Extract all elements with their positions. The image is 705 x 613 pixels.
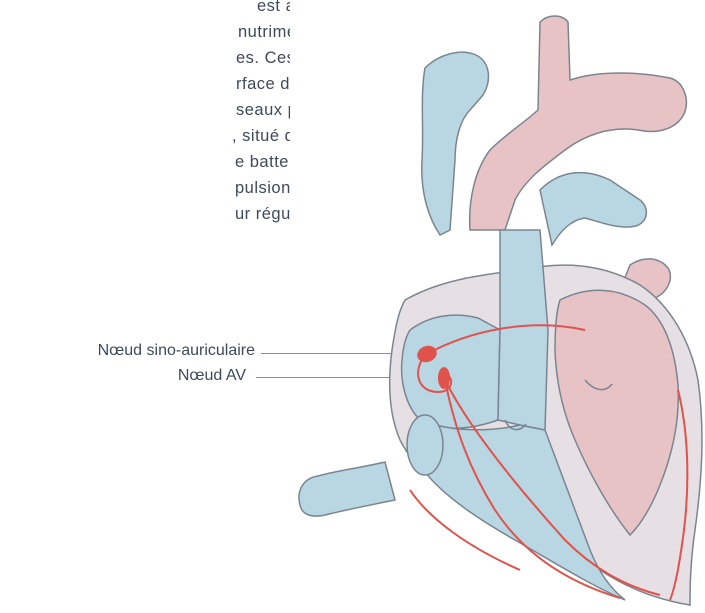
inferior-vena-cava (299, 462, 395, 516)
fossa-ovalis (407, 415, 443, 475)
pulmonary-artery (540, 173, 646, 245)
septal-channel (498, 230, 548, 430)
av-node (438, 367, 450, 389)
